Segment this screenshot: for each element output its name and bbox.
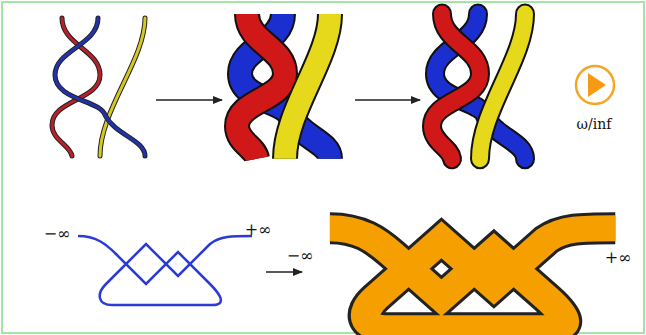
play-caption: ω/inf [577, 117, 612, 131]
arrow [266, 271, 302, 273]
infinity-label: +∞ [605, 250, 632, 266]
arrow [355, 99, 420, 101]
infinity-label: −∞ [44, 226, 71, 242]
knot-curve [78, 236, 252, 305]
tube-braid [237, 14, 330, 159]
tube-braid [432, 14, 525, 159]
orange-ribbon [330, 228, 615, 328]
infinity-label: −∞ [287, 248, 314, 264]
infinity-label: +∞ [245, 222, 272, 238]
arrow [156, 99, 222, 101]
thin-braid [52, 18, 145, 156]
play-icon [588, 73, 606, 97]
play-button [576, 66, 614, 104]
